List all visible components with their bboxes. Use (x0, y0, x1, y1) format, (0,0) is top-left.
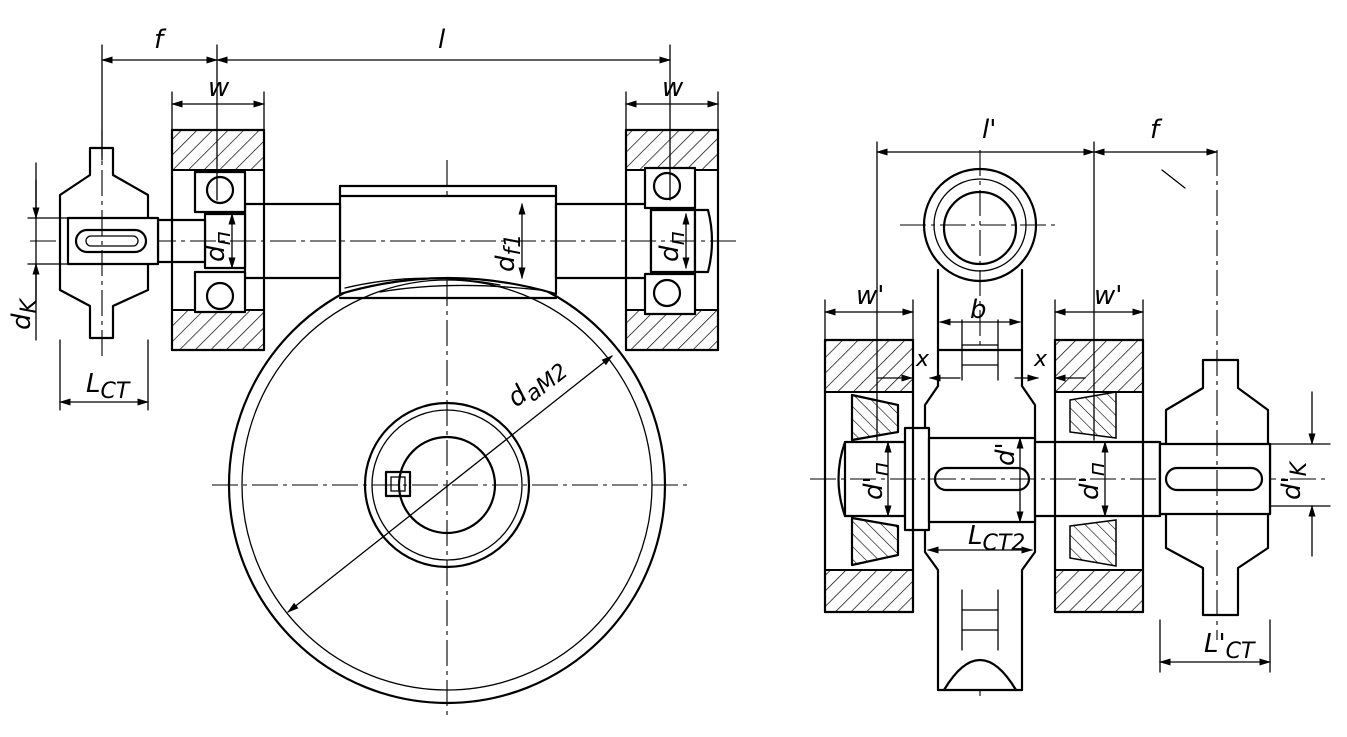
label-d-prime-center: d' (991, 442, 1021, 466)
label-dk-prime: d'K (1277, 460, 1312, 500)
bearing-housing-right (624, 128, 720, 352)
label-w-prime-right: w' (1094, 281, 1122, 311)
label-dn-left: dп (201, 231, 236, 262)
labels-left: f l w w dK dп df1 dп LCT daM2 (7, 25, 690, 417)
label-w-left: w (208, 73, 230, 103)
label-dn-right: dп (655, 231, 690, 262)
bearing-housing-right-view-left (823, 338, 915, 614)
label-lst-prime: L'CT (1204, 629, 1256, 664)
label-lst-left: LCT (86, 369, 131, 404)
label-f-left: f (154, 25, 167, 55)
label-lst2: LCT2 (968, 521, 1025, 556)
label-w-right: w (662, 73, 684, 103)
label-l-prime: l' (982, 115, 996, 145)
left-view: f l w w dK dп df1 dп LCT daM2 (7, 25, 740, 720)
label-f-right: f (1150, 115, 1163, 145)
dimensions-left (27, 44, 720, 613)
bearing-housing-left (170, 128, 266, 352)
label-dk-left: dK (7, 297, 42, 330)
label-b: b (970, 295, 987, 325)
label-dam2: daM2 (502, 351, 573, 417)
label-x-right: x (1033, 347, 1048, 372)
label-dn-prime-left: d'п (859, 462, 894, 500)
label-dn-prime-right: d'п (1075, 462, 1110, 500)
label-w-prime-left: w' (856, 281, 884, 311)
right-view: l' f w' w' b x x d'п d' d'п d'K LCT2 L'C… (810, 115, 1331, 700)
label-x-left: x (915, 347, 930, 372)
dimensions-right (823, 141, 1331, 673)
coupling-left (58, 130, 160, 356)
worm-shaft (30, 184, 740, 300)
coupling-right (1158, 150, 1272, 640)
label-df1: df1 (491, 234, 526, 272)
label-l-top: l (438, 25, 446, 55)
bearing-housing-right-view-right (1053, 338, 1145, 614)
